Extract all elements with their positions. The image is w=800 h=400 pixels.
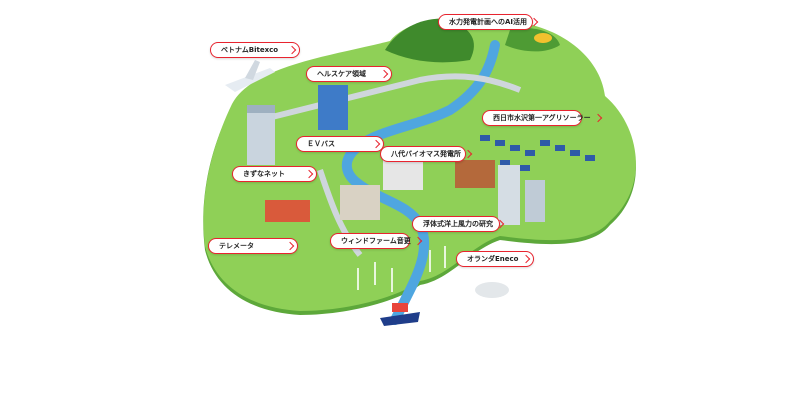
label-kizuna-net[interactable]: きずなネット bbox=[232, 166, 317, 182]
chevron-right-icon bbox=[285, 241, 295, 251]
chevron-right-icon bbox=[521, 254, 531, 264]
label-healthcare[interactable]: ヘルスケア領域 bbox=[306, 66, 392, 82]
label-text: 西日市水沢第一アグリソーラー bbox=[493, 114, 591, 122]
label-text: ウィンドファーム音更 bbox=[341, 237, 411, 245]
label-vietnam-bitexco[interactable]: ベトナムBitexco bbox=[210, 42, 300, 58]
label-text: テレメータ bbox=[219, 242, 254, 250]
label-text: 八代バイオマス発電所 bbox=[391, 150, 461, 158]
label-floating-wind[interactable]: 浮体式洋上風力の研究 bbox=[412, 216, 505, 232]
label-text: オランダEneco bbox=[467, 255, 519, 263]
label-ev-bus[interactable]: ＥＶバス bbox=[296, 136, 384, 152]
label-text: 水力発電計画へのAI活用 bbox=[449, 18, 528, 26]
label-wind-farm[interactable]: ウィンドファーム音更 bbox=[330, 233, 423, 249]
label-agri-solar[interactable]: 西日市水沢第一アグリソーラー bbox=[482, 110, 602, 126]
label-text: ベトナムBitexco bbox=[221, 46, 279, 54]
label-telemeter[interactable]: テレメータ bbox=[208, 238, 298, 254]
chevron-right-icon bbox=[371, 139, 381, 149]
chevron-right-icon bbox=[304, 169, 314, 179]
island-illustration bbox=[203, 16, 636, 326]
label-eneco[interactable]: オランダEneco bbox=[456, 251, 534, 267]
label-hydro-ai[interactable]: 水力発電計画へのAI活用 bbox=[438, 14, 539, 30]
label-text: きずなネット bbox=[243, 170, 285, 178]
chevron-right-icon bbox=[287, 45, 297, 55]
label-text: ヘルスケア領域 bbox=[317, 70, 366, 78]
label-text: 浮体式洋上風力の研究 bbox=[423, 220, 493, 228]
label-text: ＥＶバス bbox=[307, 140, 335, 148]
label-biomass[interactable]: 八代バイオマス発電所 bbox=[380, 146, 473, 162]
chevron-right-icon bbox=[379, 69, 389, 79]
